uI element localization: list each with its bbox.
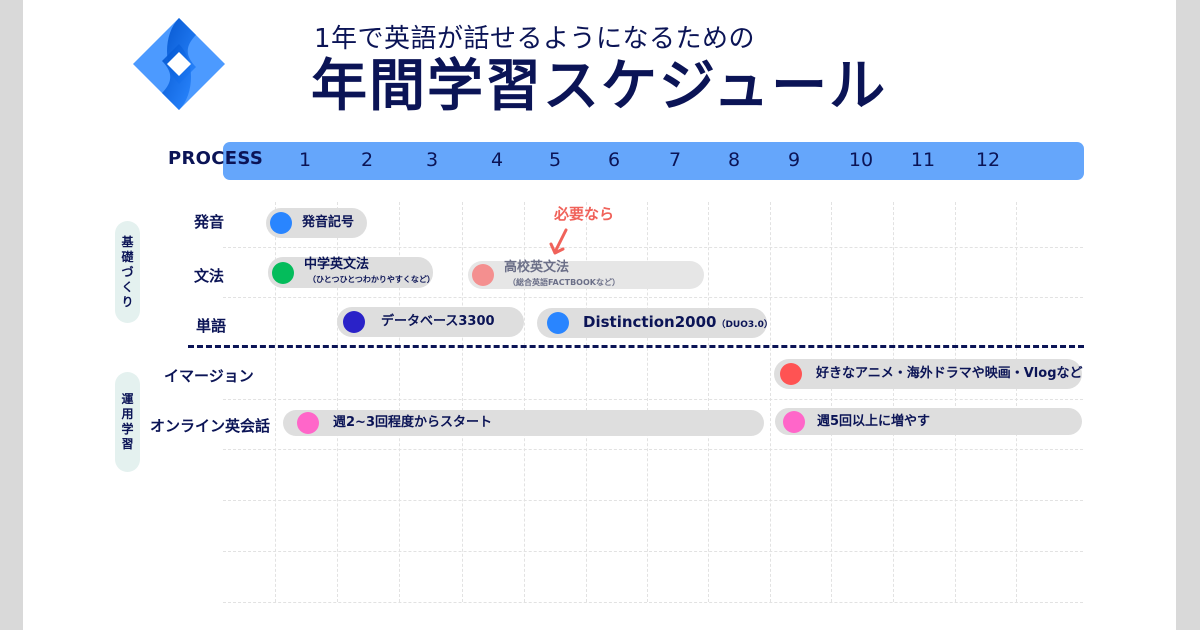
task-subtitle: （ひとつひとつわかりやすくなど） xyxy=(308,275,435,284)
month-10: 10 xyxy=(848,149,874,171)
group-char: づ xyxy=(121,264,134,279)
dot-icon xyxy=(297,412,319,434)
dot-icon xyxy=(472,264,494,286)
month-4: 4 xyxy=(490,149,504,171)
grid-vline xyxy=(831,202,832,602)
task-label: 好きなアニメ・海外ドラマや映画・Vlogなど xyxy=(816,366,1083,381)
task-title: 中学英文法 xyxy=(304,257,370,272)
dot-icon xyxy=(272,261,294,284)
month-7: 7 xyxy=(668,149,682,171)
row-label-vocabulary: 単語 xyxy=(196,317,227,335)
page-title: 年間学習スケジュール xyxy=(311,54,888,119)
month-5: 5 xyxy=(548,149,562,171)
task-bar-hs-grammar[interactable]: 高校英文法 （総合英語FACTBOOKなど） xyxy=(468,259,704,290)
arrow-down-left-icon xyxy=(549,228,568,255)
month-12: 12 xyxy=(975,149,1001,171)
grid-vline xyxy=(399,202,400,602)
group-char: り xyxy=(121,294,134,309)
month-11: 11 xyxy=(910,149,936,171)
task-label: 発音記号 xyxy=(302,215,355,230)
jira-logo-icon xyxy=(133,18,225,110)
month-2: 2 xyxy=(360,149,374,171)
grid-hline xyxy=(223,602,1083,603)
dot-icon xyxy=(547,312,569,334)
month-3: 3 xyxy=(425,149,439,171)
grid-hline xyxy=(223,297,1083,298)
row-label-online-conversation: オンライン英会話 xyxy=(150,417,271,435)
task-label: Distinction2000（DUO3.0） xyxy=(583,312,773,332)
process-timeline-bar xyxy=(223,142,1084,180)
section-divider xyxy=(188,345,1084,348)
grid-vline xyxy=(275,202,276,602)
grid-vline xyxy=(586,202,587,602)
grid-vline xyxy=(462,202,463,602)
grid-vline xyxy=(893,202,894,602)
task-bar-database3300[interactable]: データベース3300 xyxy=(337,307,524,337)
group-char: 用 xyxy=(121,407,134,421)
grid-hline xyxy=(223,247,1083,248)
row-label-grammar: 文法 xyxy=(194,267,225,285)
grid-hline xyxy=(223,500,1083,501)
task-label: 週2~3回程度からスタート xyxy=(333,415,492,430)
row-label-pronunciation: 発音 xyxy=(194,213,225,231)
process-label: PROCESS xyxy=(168,148,264,169)
grid-vline xyxy=(955,202,956,602)
task-label: 週5回以上に増やす xyxy=(817,413,931,429)
grid-hline xyxy=(223,551,1083,552)
grid-hline xyxy=(223,399,1083,400)
task-bar-jhs-grammar[interactable]: 中学英文法 （ひとつひとつわかりやすくなど） xyxy=(268,257,435,288)
group-char: 礎 xyxy=(121,249,134,264)
task-bar-phonetics[interactable]: 発音記号 xyxy=(266,208,367,238)
task-bar-online-start[interactable]: 週2~3回程度からスタート xyxy=(283,410,764,436)
group-char: く xyxy=(121,279,134,294)
month-6: 6 xyxy=(607,149,621,171)
task-label: データベース3300 xyxy=(381,314,495,329)
group-char: 習 xyxy=(121,437,134,451)
month-9: 9 xyxy=(787,149,801,171)
group-char: 基 xyxy=(121,234,134,249)
grid-vline xyxy=(647,202,648,602)
grid-hline xyxy=(223,449,1083,450)
page-subtitle: 1年で英語が話せるようになるための xyxy=(314,24,756,54)
task-subtitle: （総合英語FACTBOOKなど） xyxy=(508,277,620,287)
task-title: Distinction2000 xyxy=(583,312,717,331)
task-suffix: （DUO3.0） xyxy=(716,319,773,330)
dot-icon xyxy=(783,410,805,433)
dot-icon xyxy=(780,363,802,385)
group-label-foundation: 基 礎 づ く り xyxy=(115,221,140,323)
group-char: 学 xyxy=(121,422,134,436)
task-title: 高校英文法 xyxy=(504,259,570,275)
row-label-immersion: イマージョン xyxy=(164,367,254,385)
dot-icon xyxy=(270,212,292,234)
grid-vline xyxy=(1016,202,1017,602)
task-label: 中学英文法 （ひとつひとつわかりやすくなど） xyxy=(304,258,435,287)
group-label-practice: 運 用 学 習 xyxy=(115,372,140,472)
grid-vline xyxy=(770,202,771,602)
grid-vline xyxy=(708,202,709,602)
task-bar-immersion-media[interactable]: 好きなアニメ・海外ドラマや映画・Vlogなど xyxy=(774,359,1083,389)
month-1: 1 xyxy=(298,149,312,171)
task-bar-distinction2000[interactable]: Distinction2000（DUO3.0） xyxy=(537,308,773,338)
grid-vline xyxy=(337,202,338,602)
task-label: 高校英文法 （総合英語FACTBOOKなど） xyxy=(504,259,620,290)
dot-icon xyxy=(343,311,365,333)
month-8: 8 xyxy=(727,149,741,171)
optional-annotation: 必要なら xyxy=(554,205,615,223)
grid-vline xyxy=(524,202,525,602)
task-bar-online-increase[interactable]: 週5回以上に増やす xyxy=(775,408,1082,435)
group-char: 運 xyxy=(121,392,134,406)
